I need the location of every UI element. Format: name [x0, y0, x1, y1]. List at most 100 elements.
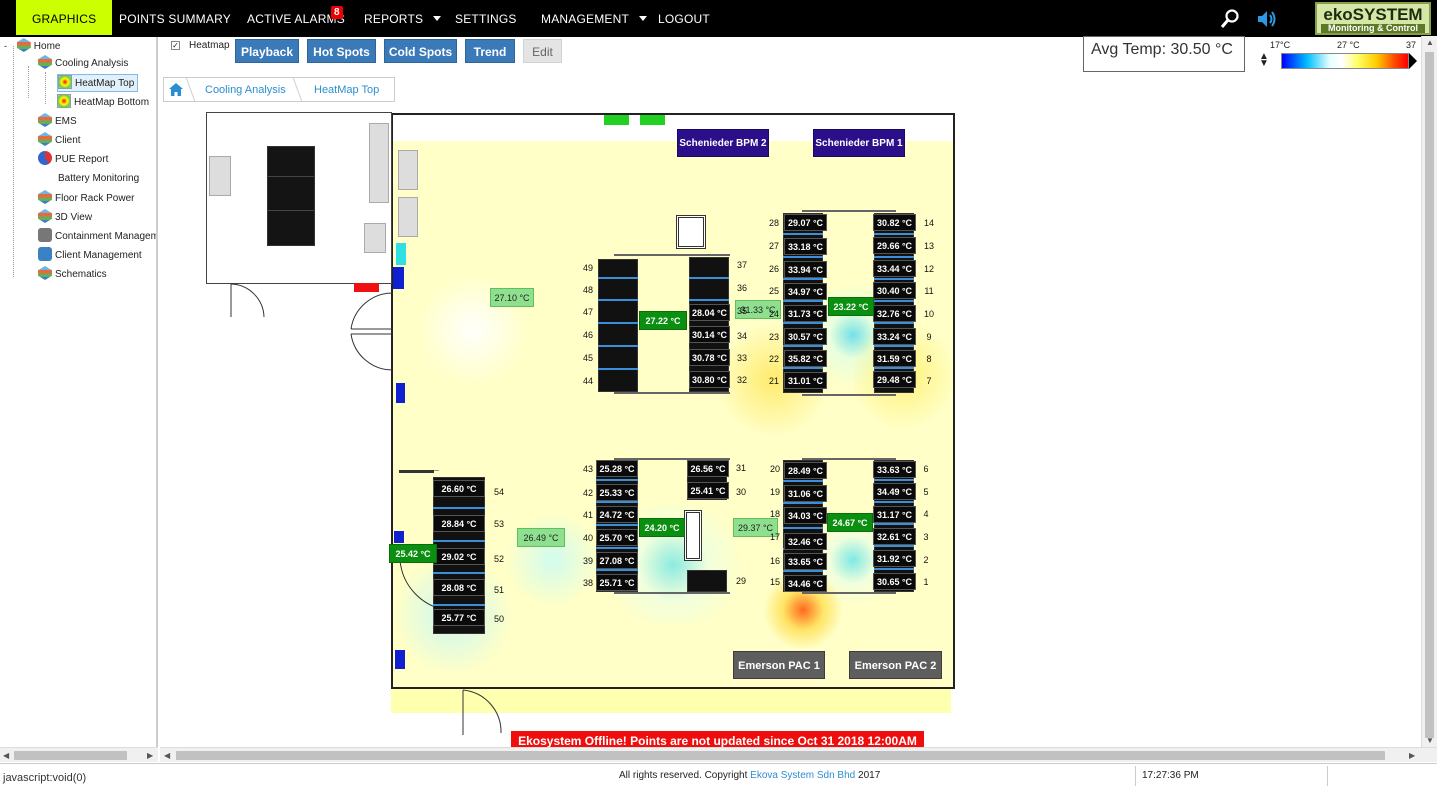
main-horizontal-scrollbar[interactable]: ◀ ▶: [160, 747, 1437, 762]
rack-row-32-37[interactable]: [689, 257, 729, 392]
nav-graphics[interactable]: GRAPHICS: [16, 0, 113, 35]
sensor-rack-23[interactable]: 30.57 °C: [784, 328, 827, 345]
nav-active-alarms[interactable]: ACTIVE ALARMS 8: [247, 0, 347, 35]
sensor-aisle-a[interactable]: 27.10 °C: [490, 288, 534, 307]
hot-spots-button[interactable]: Hot Spots: [307, 39, 376, 63]
sensor-rack-33[interactable]: 30.78 °C: [689, 349, 730, 366]
scroll-left-icon[interactable]: ◀: [3, 751, 10, 760]
breadcrumb-cooling-analysis[interactable]: Cooling Analysis: [205, 84, 286, 96]
sensor-rack-54[interactable]: 26.60 °C: [433, 480, 485, 497]
scroll-up-icon[interactable]: ▲: [1426, 38, 1434, 47]
sensor-rack-17[interactable]: 32.46 °C: [784, 533, 827, 550]
scroll-right-icon[interactable]: ▶: [147, 751, 154, 760]
sensor-aisle-i[interactable]: 24.67 °C: [827, 513, 873, 532]
sidebar-horizontal-scrollbar[interactable]: ◀ ▶: [0, 747, 158, 762]
tree-item-3d-view[interactable]: 3D View: [38, 209, 92, 227]
company-link[interactable]: Ekova System Sdn Bhd: [750, 770, 856, 781]
tree-item-schematics[interactable]: Schematics: [38, 266, 107, 284]
heatmap-checkbox[interactable]: ✓: [171, 41, 180, 50]
sensor-rack-9[interactable]: 33.24 °C: [873, 328, 916, 345]
pac-unit-2[interactable]: Emerson PAC 2: [849, 651, 942, 679]
tree-item-floor-rack-power[interactable]: Floor Rack Power: [38, 190, 134, 208]
tree-item-battery-monitoring[interactable]: Battery Monitoring: [58, 170, 139, 188]
sensor-rack-5[interactable]: 34.49 °C: [873, 483, 916, 500]
sensor-rack-25[interactable]: 34.97 °C: [784, 283, 827, 300]
sensor-rack-22[interactable]: 35.82 °C: [784, 350, 827, 367]
sensor-rack-39[interactable]: 27.08 °C: [596, 552, 638, 569]
sensor-rack-34[interactable]: 30.14 °C: [689, 326, 730, 343]
sensor-rack-13[interactable]: 29.66 °C: [873, 237, 916, 254]
distribution-board-bpm2[interactable]: Schenieder BPM 2: [677, 129, 769, 157]
tree-item-home[interactable]: - Home: [4, 37, 60, 55]
main-vertical-scrollbar[interactable]: ▲ ▼: [1421, 36, 1437, 748]
sensor-aisle-f[interactable]: 26.49 °C: [517, 528, 565, 547]
sensor-rack-31[interactable]: 26.56 °C: [687, 460, 729, 477]
tree-item-heatmap-bottom[interactable]: HeatMap Bottom: [57, 94, 149, 112]
sensor-rack-16[interactable]: 33.65 °C: [784, 553, 827, 570]
tree-item-containment-management[interactable]: Containment Managem: [38, 228, 156, 246]
sensor-rack-38[interactable]: 25.71 °C: [596, 574, 638, 591]
sensor-rack-2[interactable]: 31.92 °C: [873, 550, 916, 567]
sensor-rack-12[interactable]: 33.44 °C: [873, 260, 916, 277]
sensor-rack-3[interactable]: 32.61 °C: [873, 528, 916, 545]
scroll-thumb[interactable]: [176, 751, 1385, 760]
nav-logout[interactable]: LOGOUT: [658, 12, 710, 26]
distribution-board-bpm1[interactable]: Schenieder BPM 1: [813, 129, 905, 157]
sensor-rack-50[interactable]: 25.77 °C: [433, 609, 485, 626]
sensor-rack-6[interactable]: 33.63 °C: [873, 461, 916, 478]
sensor-rack-8[interactable]: 31.59 °C: [873, 350, 916, 367]
scroll-left-icon[interactable]: ◀: [164, 751, 171, 760]
sensor-rack-40[interactable]: 25.70 °C: [596, 529, 638, 546]
speaker-icon[interactable]: [1256, 9, 1278, 29]
collapse-icon[interactable]: -: [4, 41, 7, 51]
sensor-aisle-d[interactable]: 23.22 °C: [828, 297, 874, 316]
sensor-rack-11[interactable]: 30.40 °C: [873, 282, 916, 299]
sensor-rack-41[interactable]: 24.72 °C: [596, 506, 638, 523]
tree-item-client[interactable]: Client: [38, 132, 81, 150]
tree-item-cooling-analysis[interactable]: Cooling Analysis: [38, 55, 128, 73]
legend-arrow-icon[interactable]: [1409, 53, 1417, 69]
sensor-rack-43[interactable]: 25.28 °C: [596, 460, 638, 477]
scroll-right-icon[interactable]: ▶: [1409, 751, 1416, 760]
rack-29[interactable]: [687, 570, 727, 592]
trend-button[interactable]: Trend: [465, 39, 515, 63]
sensor-rack-24[interactable]: 31.73 °C: [784, 305, 827, 322]
sensor-rack-42[interactable]: 25.33 °C: [596, 484, 638, 501]
tree-item-ems[interactable]: EMS: [38, 113, 77, 131]
sensor-rack-36[interactable]: 28.04 °C: [689, 304, 730, 321]
sensor-rack-1[interactable]: 30.65 °C: [873, 573, 916, 590]
pac-unit-1[interactable]: Emerson PAC 1: [733, 651, 825, 679]
nav-settings[interactable]: SETTINGS: [455, 12, 517, 26]
sensor-aisle-e[interactable]: 25.42 °C: [389, 544, 437, 563]
sensor-rack-28[interactable]: 29.07 °C: [784, 214, 827, 231]
sensor-rack-26[interactable]: 33.94 °C: [784, 261, 827, 278]
sensor-rack-30[interactable]: 25.41 °C: [687, 482, 729, 499]
breadcrumb-heatmap-top[interactable]: HeatMap Top: [314, 84, 380, 96]
scroll-thumb[interactable]: [14, 751, 127, 760]
sensor-rack-27[interactable]: 33.18 °C: [784, 238, 827, 255]
scroll-thumb[interactable]: [1425, 52, 1434, 738]
search-icon[interactable]: [1220, 9, 1240, 29]
rack-row-1-6[interactable]: [874, 460, 914, 592]
sensor-rack-14[interactable]: 30.82 °C: [873, 214, 916, 231]
sensor-rack-51[interactable]: 28.08 °C: [433, 579, 485, 596]
cold-spots-button[interactable]: Cold Spots: [384, 39, 457, 63]
sensor-rack-15[interactable]: 34.46 °C: [784, 575, 827, 592]
sensor-rack-53[interactable]: 28.84 °C: [433, 515, 485, 532]
sensor-rack-52[interactable]: 29.02 °C: [433, 548, 485, 565]
sensor-rack-10[interactable]: 32.76 °C: [873, 305, 916, 322]
sensor-rack-18[interactable]: 34.03 °C: [784, 507, 827, 524]
sensor-rack-21[interactable]: 31.01 °C: [784, 372, 827, 389]
sensor-aisle-c[interactable]: 31.33 °C: [735, 300, 781, 319]
sensor-rack-19[interactable]: 31.06 °C: [784, 485, 827, 502]
nav-points-summary[interactable]: POINTS SUMMARY: [119, 12, 231, 26]
scroll-down-icon[interactable]: ▼: [1426, 736, 1434, 745]
tree-item-client-management[interactable]: Client Management: [38, 247, 142, 265]
nav-reports[interactable]: REPORTS: [364, 0, 442, 35]
legend-adjust-icon[interactable]: ▲▼: [1259, 51, 1269, 69]
sensor-aisle-b[interactable]: 27.22 °C: [639, 311, 687, 330]
sensor-rack-4[interactable]: 31.17 °C: [873, 506, 916, 523]
nav-management[interactable]: MANAGEMENT: [541, 0, 648, 35]
sensor-rack-20[interactable]: 28.49 °C: [784, 462, 827, 479]
playback-button[interactable]: Playback: [235, 39, 299, 63]
